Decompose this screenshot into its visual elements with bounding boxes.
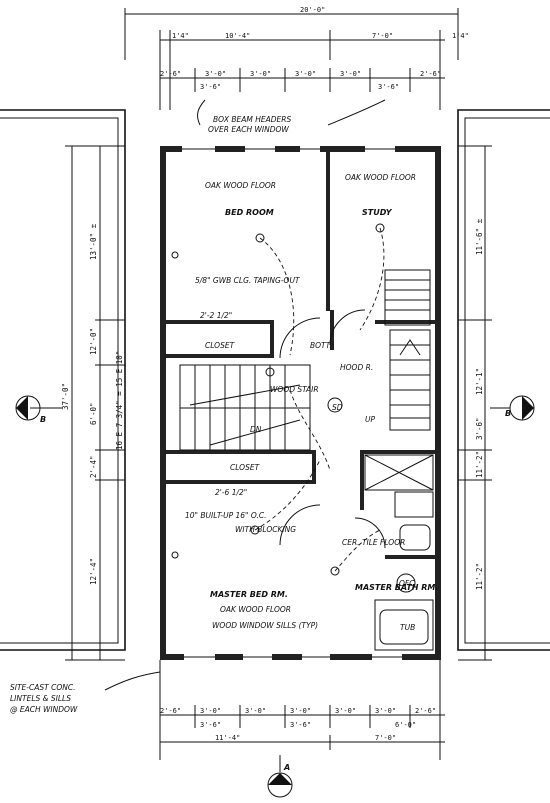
dim-right-4: 11'-2" [475, 451, 484, 478]
window-sills-label: WOOD WINDOW SILLS (TYP) [212, 621, 318, 630]
master-bath-label: MASTER BATH RM. [355, 583, 438, 592]
dim-bottom-overall-1: 11'-4" [215, 734, 240, 742]
dim-topwin-2: 3'-0" [205, 70, 226, 78]
dim-right-3: 3'-6" [475, 417, 484, 440]
tile-floor-label: CER. TILE FLOOR [342, 538, 405, 547]
dim-botwin-sub-3: 6'-0" [395, 721, 416, 729]
dashed-wiring [254, 227, 385, 572]
study-floor-label: OAK WOOD FLOOR [345, 173, 416, 182]
dim-right-5: 11'-2" [475, 563, 484, 590]
section-marker-b-right: B [490, 395, 535, 421]
dim-left-5: 12'-4" [89, 558, 98, 585]
ofc-label: OFC [399, 579, 415, 588]
wood-stair-label: WOOD STAIR [270, 385, 319, 394]
section-b-left-label: B [40, 415, 46, 424]
dn-label: DN [250, 425, 262, 434]
top-window-ticks [194, 68, 411, 92]
bed-floor-label: OAK WOOD FLOOR [205, 181, 276, 190]
header-note-line-1: BOX BEAM HEADERS [213, 115, 291, 124]
site-note-line-1: SITE-CAST CONC. [10, 683, 75, 692]
dim-top-2: 10'-4" [225, 32, 250, 40]
dim-topwin-6: 2'-6" [420, 70, 441, 78]
dim-topwin-3: 3'-0" [250, 70, 271, 78]
dim-top-4: 1'4" [452, 32, 469, 40]
site-note-line-3: @ EACH WINDOW [10, 705, 78, 714]
tub-label: TUB [400, 623, 415, 632]
dim-overall-top: 20'-0" [300, 6, 325, 14]
right-stair-treads [385, 279, 430, 311]
bottom-dimensions: 2'-6" 3'-0" 3'-0" 3'-0" 3'-0" 3'-0" 2'-6… [159, 660, 445, 760]
closet-dim-label: 2'-2 1/2" [200, 311, 232, 320]
lighting-fixtures [171, 223, 385, 576]
dim-botwin-1: 2'-6" [160, 707, 181, 715]
section-a-label: A [283, 763, 290, 772]
interior-walls [166, 146, 435, 559]
room-labels: OAK WOOD FLOOR BED ROOM OAK WOOD FLOOR S… [185, 173, 438, 632]
section-marker-b-left: B [15, 395, 62, 424]
dim-left-2: 12'-0" [89, 328, 98, 355]
dim-right-2: 12'-1" [475, 368, 484, 395]
bottom-window-ticks [194, 705, 411, 728]
sd-label: SD [332, 403, 343, 412]
dim-top-1: 1'4" [172, 32, 189, 40]
closet-lower-label: CLOSET [230, 463, 261, 472]
bed-room-label: BED ROOM [225, 208, 274, 217]
dim-left-4: 2'-4" [89, 455, 98, 478]
left-dimensions: 37'-0" 13'-0" ± 12'-0" 6'-0" 2'-4" 12'-4… [61, 145, 125, 661]
dim-botwin-5: 3'-0" [335, 707, 356, 715]
closet-label: CLOSET [205, 341, 236, 350]
dim-left-overall: 37'-0" [61, 383, 70, 410]
dim-topwin-4: 3'-0" [295, 70, 316, 78]
site-note: SITE-CAST CONC. LINTELS & SILLS @ EACH W… [10, 671, 161, 714]
exterior-walls [160, 146, 441, 660]
dim-botwin-sub-1: 3'-6" [200, 721, 221, 729]
stairs [179, 269, 431, 451]
dim-botwin-6: 3'-0" [375, 707, 396, 715]
study-label: STUDY [362, 208, 393, 217]
hood-label: HOOD R. [340, 363, 373, 372]
dim-botwin-4: 3'-0" [290, 707, 311, 715]
dim-top-3: 7'-0" [372, 32, 393, 40]
master-floor-label: OAK WOOD FLOOR [220, 605, 291, 614]
joists-sub-label: WITH BLOCKING [235, 525, 296, 534]
dim-topwin-1: 2'-6" [160, 70, 181, 78]
header-note-line-2: OVER EACH WINDOW [208, 125, 289, 134]
dim-left-stair: 16 E 7 3/4" = 15 E 10" [115, 351, 124, 450]
joists-label: 10" BUILT-UP 16" O.C. [185, 511, 267, 520]
dim-bottom-overall-2: 7'-0" [375, 734, 396, 742]
dim-botwin-2: 3'-0" [200, 707, 221, 715]
bott-label: BOTT. [310, 341, 332, 350]
bath-fixtures [364, 454, 434, 651]
header-note: BOX BEAM HEADERS OVER EACH WINDOW [197, 99, 386, 134]
dim-botwin-7: 2'-6" [415, 707, 436, 715]
neighbor-buildings [0, 109, 550, 651]
dim-topwin-sub-1: 3'-6" [200, 83, 221, 91]
stair-treads [194, 365, 286, 450]
up-label: UP [365, 415, 375, 424]
section-marker-a: A [267, 755, 293, 798]
dim-botwin-3: 3'-0" [245, 707, 266, 715]
dim-botwin-sub-2: 3'-6" [290, 721, 311, 729]
dim-topwin-5: 3'-0" [340, 70, 361, 78]
site-note-line-2: LINTELS & SILLS [10, 694, 71, 703]
dim-left-1: 13'-0" ± [89, 223, 98, 260]
dim-right-1: 11'-6" ± [475, 218, 484, 255]
lower-right-stair-treads [390, 344, 430, 419]
closet-lower-dim-label: 2'-6 1/2" [215, 488, 247, 497]
ceiling-label: 5/8" GWB CLG. TAPING-OUT [195, 276, 301, 285]
dim-topwin-sub-2: 3'-6" [378, 83, 399, 91]
doors [279, 309, 386, 549]
dim-left-3: 6'-0" [89, 402, 98, 425]
right-dimensions: 11'-6" ± 12'-1" 3'-6" 11'-2" 11'-2" [458, 145, 492, 661]
master-bed-label: MASTER BED RM. [210, 590, 288, 599]
section-b-right-label: B [505, 409, 511, 418]
top-dimensions: 20'-0" 1'4" 10'-4" 7'-0" 1'4" 2'-6" 3'-0… [124, 6, 469, 110]
